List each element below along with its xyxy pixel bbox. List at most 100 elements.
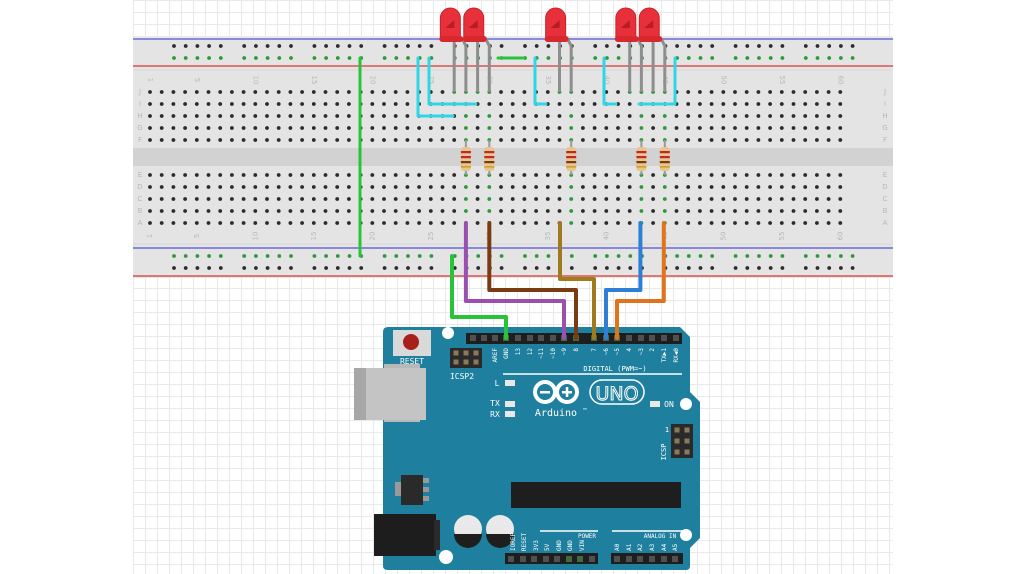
breadboard-hole[interactable] [557,126,562,130]
rail-hole[interactable] [593,266,598,270]
breadboard-hole[interactable] [557,197,562,201]
breadboard-hole[interactable] [545,90,550,94]
rail-hole[interactable] [710,266,715,270]
breadboard-hole[interactable] [510,173,515,177]
breadboard-hole[interactable] [651,209,655,213]
rail-hole[interactable] [218,56,223,60]
breadboard-hole[interactable] [662,126,667,130]
breadboard-hole[interactable] [803,185,808,189]
digital-pin[interactable] [649,335,655,341]
breadboard-hole[interactable] [335,102,340,106]
breadboard-hole[interactable] [627,185,632,189]
breadboard-hole[interactable] [510,90,515,94]
rail-hole[interactable] [172,56,176,60]
breadboard-hole[interactable] [499,221,503,225]
power-pin[interactable] [543,556,549,562]
breadboard-hole[interactable] [428,209,433,213]
breadboard-hole[interactable] [405,173,410,177]
rail-hole[interactable] [686,56,691,60]
breadboard-hole[interactable] [698,185,702,189]
rail-hole[interactable] [745,266,750,270]
breadboard-hole[interactable] [569,221,574,225]
rail-hole[interactable] [605,56,609,60]
breadboard-hole[interactable] [803,221,808,225]
rail-hole[interactable] [815,266,820,270]
breadboard-hole[interactable] [265,126,269,130]
breadboard-hole[interactable] [253,114,258,118]
breadboard-hole[interactable] [779,102,784,106]
power-pin[interactable] [520,556,526,562]
rail-hole[interactable] [768,44,773,48]
breadboard-hole[interactable] [768,221,772,225]
breadboard-hole[interactable] [499,197,503,201]
breadboard-hole[interactable] [253,102,258,106]
breadboard-hole[interactable] [347,126,351,130]
breadboard-hole[interactable] [311,173,316,177]
breadboard-hole[interactable] [288,114,293,118]
breadboard-hole[interactable] [148,173,152,177]
breadboard-hole[interactable] [183,221,188,225]
breadboard-hole[interactable] [674,209,679,213]
rail-hole[interactable] [827,56,832,60]
breadboard-hole[interactable] [300,197,304,201]
rail-hole[interactable] [429,266,434,270]
rail-hole[interactable] [335,44,340,48]
rail-hole[interactable] [839,56,843,60]
breadboard-hole[interactable] [545,209,550,213]
rail-hole[interactable] [254,44,258,48]
breadboard-hole[interactable] [487,102,492,106]
breadboard-hole[interactable] [592,114,597,118]
rail-hole[interactable] [265,254,270,258]
rail-hole[interactable] [534,266,539,270]
breadboard-hole[interactable] [803,114,808,118]
rail-hole[interactable] [207,56,212,60]
breadboard-hole[interactable] [499,209,503,213]
breadboard-hole[interactable] [721,114,726,118]
breadboard-hole[interactable] [534,138,538,142]
breadboard-hole[interactable] [709,173,714,177]
breadboard-hole[interactable] [744,221,749,225]
rail-hole[interactable] [499,266,504,270]
breadboard-hole[interactable] [171,90,176,94]
rail-hole[interactable] [780,56,785,60]
breadboard-hole[interactable] [791,221,796,225]
breadboard-hole[interactable] [382,126,386,130]
breadboard-hole[interactable] [662,197,667,201]
rail-hole[interactable] [417,44,422,48]
breadboard-hole[interactable] [686,90,691,94]
breadboard-hole[interactable] [323,114,328,118]
breadboard-hole[interactable] [253,221,258,225]
rail-hole[interactable] [347,56,352,60]
breadboard-hole[interactable] [218,173,223,177]
breadboard-hole[interactable] [393,114,398,118]
breadboard-hole[interactable] [709,102,714,106]
breadboard-hole[interactable] [241,102,246,106]
rail-hole[interactable] [534,254,539,258]
wire-to-pin-6[interactable] [604,221,643,340]
breadboard-hole[interactable] [815,209,819,213]
rail-hole[interactable] [183,56,188,60]
breadboard-hole[interactable] [440,173,445,177]
breadboard-hole[interactable] [815,173,819,177]
breadboard-hole[interactable] [335,90,340,94]
breadboard-hole[interactable] [768,197,772,201]
breadboard-hole[interactable] [475,221,480,225]
breadboard-hole[interactable] [838,102,843,106]
rail-hole[interactable] [569,254,574,258]
breadboard-hole[interactable] [159,102,164,106]
breadboard-hole[interactable] [826,114,831,118]
rail-hole[interactable] [382,56,387,60]
breadboard-hole[interactable] [522,197,527,201]
breadboard-hole[interactable] [674,197,679,201]
rail-hole[interactable] [733,56,738,60]
breadboard-hole[interactable] [452,197,457,201]
breadboard-hole[interactable] [826,197,831,201]
breadboard-hole[interactable] [335,173,340,177]
breadboard-hole[interactable] [510,221,515,225]
breadboard-hole[interactable] [475,173,480,177]
rail-hole[interactable] [183,254,188,258]
rail-hole[interactable] [757,266,761,270]
breadboard-hole[interactable] [791,126,796,130]
breadboard-hole[interactable] [815,221,819,225]
rail-hole[interactable] [359,44,364,48]
